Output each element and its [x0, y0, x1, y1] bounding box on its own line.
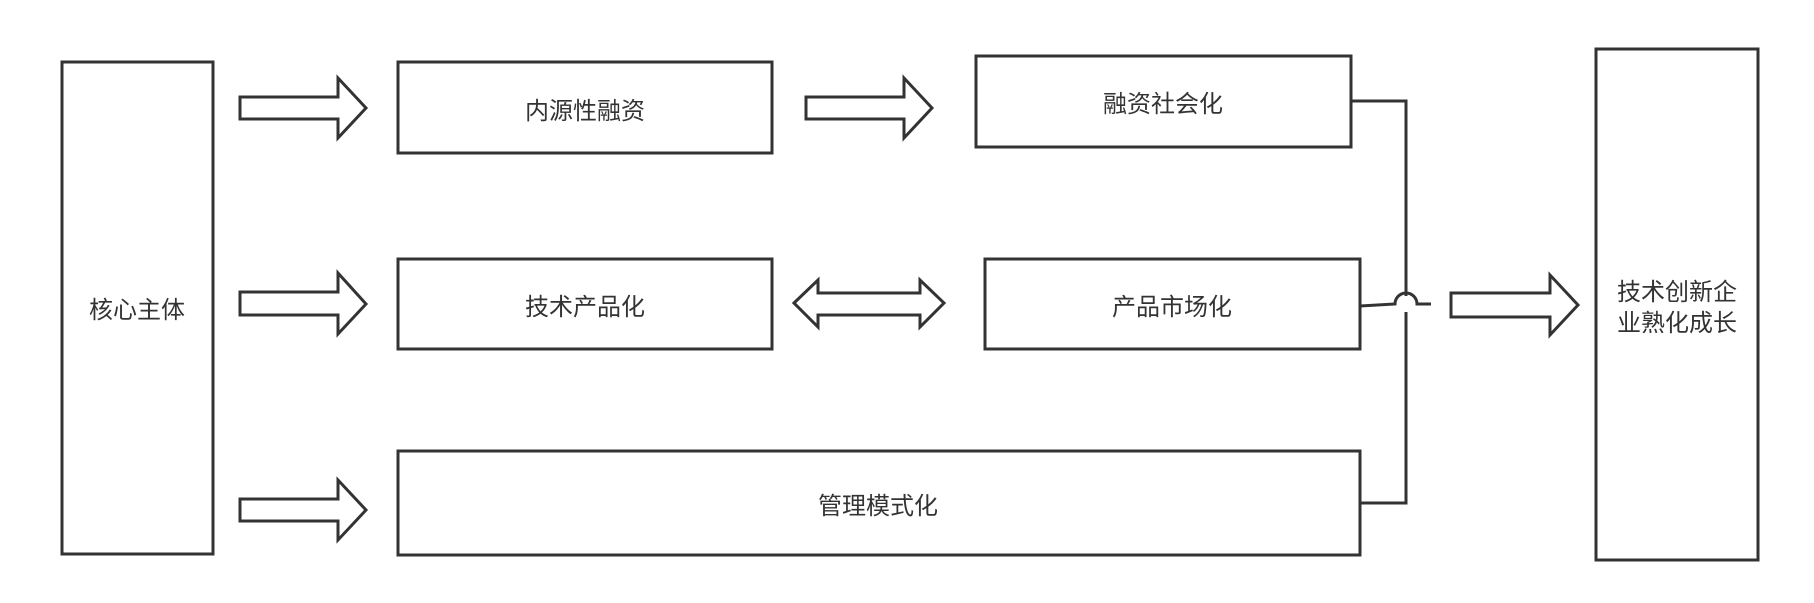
outcome-label-line1: 技术创新企 — [1617, 278, 1737, 306]
arrow-to-outcome — [1449, 271, 1581, 339]
core-subject-node: 核心主体 — [60, 60, 215, 556]
management-modeling-node: 管理模式化 — [396, 449, 1362, 557]
product-marketization-label: 产品市场化 — [1112, 293, 1232, 321]
bus-line-lower — [1360, 312, 1408, 505]
double-arrow-product-market — [791, 276, 947, 331]
tech-productization-label: 技术产品化 — [525, 293, 645, 321]
arrow-core-to-management-modeling — [238, 476, 369, 544]
product-marketization-node: 产品市场化 — [983, 257, 1362, 351]
tech-productization-node: 技术产品化 — [396, 257, 774, 351]
connector-product-market-with-hop — [1359, 291, 1431, 308]
arrow-internal-to-socialization — [804, 74, 935, 142]
management-modeling-label: 管理模式化 — [818, 492, 938, 520]
internal-financing-node: 内源性融资 — [396, 60, 774, 155]
outcome-label-line2: 业熟化成长 — [1617, 309, 1737, 337]
financing-socialization-node: 融资社会化 — [974, 54, 1353, 149]
arrow-core-to-tech-productization — [238, 269, 369, 338]
connector-socialization-to-bus — [1351, 99, 1408, 296]
arrow-core-to-internal-financing — [238, 74, 369, 142]
core-subject-label: 核心主体 — [89, 296, 185, 324]
outcome-node: 技术创新企 业熟化成长 — [1594, 47, 1760, 562]
internal-financing-label: 内源性融资 — [525, 97, 645, 125]
financing-socialization-label: 融资社会化 — [1103, 90, 1223, 118]
